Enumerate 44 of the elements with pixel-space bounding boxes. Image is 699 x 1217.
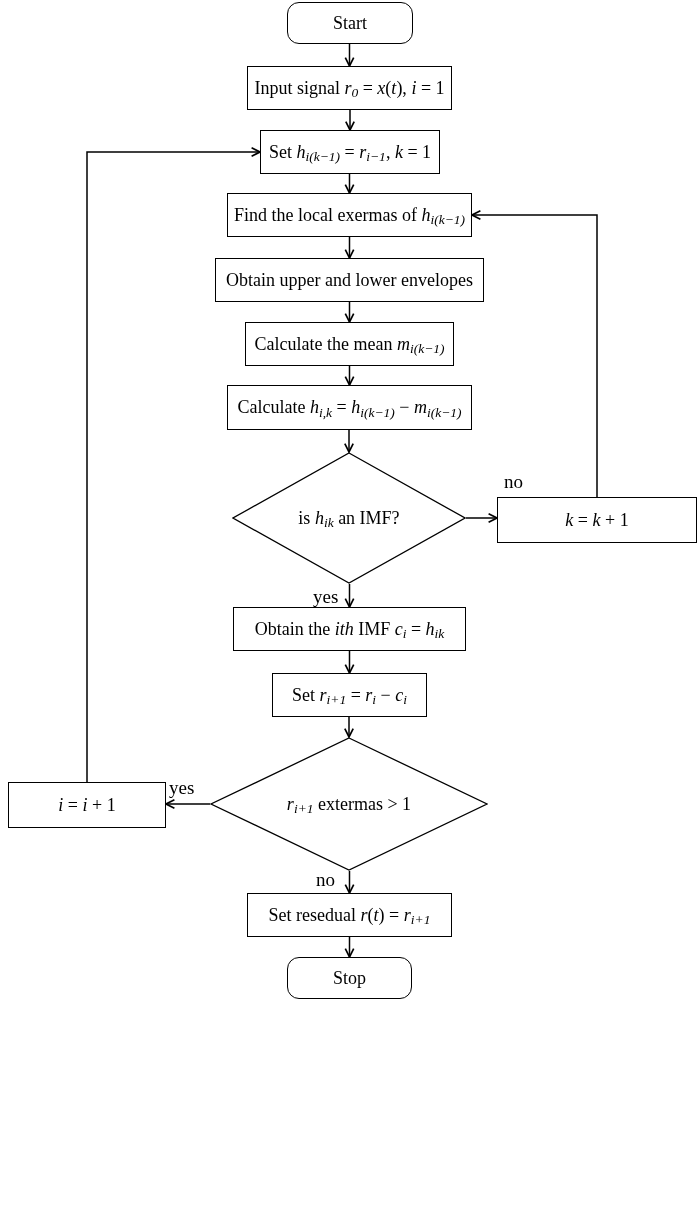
node-text: r$_{i+1}$ extermas > 1 <box>286 792 412 816</box>
node-text: Input signal r$_{0}$ = x(t), i = 1 <box>254 76 445 100</box>
process-box <box>227 193 472 237</box>
node-text: Start <box>333 11 367 35</box>
terminal-box <box>287 2 413 44</box>
node-text: k = k + 1 <box>565 508 629 532</box>
arrow <box>86 146 261 783</box>
arrow <box>344 936 355 958</box>
node-text: is h$_{ik}$ an IMF? <box>298 506 400 530</box>
arrow <box>344 583 355 608</box>
process-box <box>233 607 466 651</box>
process-box <box>227 385 472 430</box>
node-text: Set h$_{i(k−1)}$ = r$_{i−1}$, k = 1 <box>268 140 432 164</box>
node-text: Calculate the mean m$_{i(k−1)}$ <box>254 332 445 356</box>
arrow <box>344 173 355 194</box>
node-text: Obtain the ith IMF c$_{i}$ = h$_{ik}$ <box>254 617 445 641</box>
arrow <box>344 870 355 894</box>
process-box <box>247 66 452 110</box>
arrow <box>344 301 355 323</box>
arrow <box>165 798 211 810</box>
node-text: Stop <box>333 966 366 990</box>
node-text: Set resedual r(t) = r$_{i+1}$ <box>268 903 431 927</box>
process-box <box>497 497 697 543</box>
arrow <box>344 236 355 259</box>
terminal-box <box>287 957 412 999</box>
node-text: Obtain upper and lower envelopes <box>226 268 473 292</box>
arrow <box>344 365 355 386</box>
arrow <box>471 209 598 498</box>
process-box <box>8 782 166 828</box>
node-text: Find the local exermas of h$_{i(k−1)}$ <box>233 203 465 227</box>
node-text: i = i + 1 <box>58 793 116 817</box>
process-box <box>247 893 452 937</box>
process-box <box>245 322 454 366</box>
arrow <box>344 650 355 674</box>
node-text: Set r$_{i+1}$ = r$_{i}$ − c$_{i}$ <box>292 683 407 707</box>
process-box <box>215 258 484 302</box>
arrow <box>344 43 355 67</box>
arrow <box>343 716 355 738</box>
arrow <box>465 512 498 524</box>
arrow <box>343 429 355 453</box>
process-box <box>260 130 440 174</box>
arrow <box>344 109 356 131</box>
process-box <box>272 673 427 717</box>
node-text: Calculate h$_{i,k}$ = h$_{i(k−1)}$ − m$_{i(k−1)}$ <box>237 396 462 419</box>
